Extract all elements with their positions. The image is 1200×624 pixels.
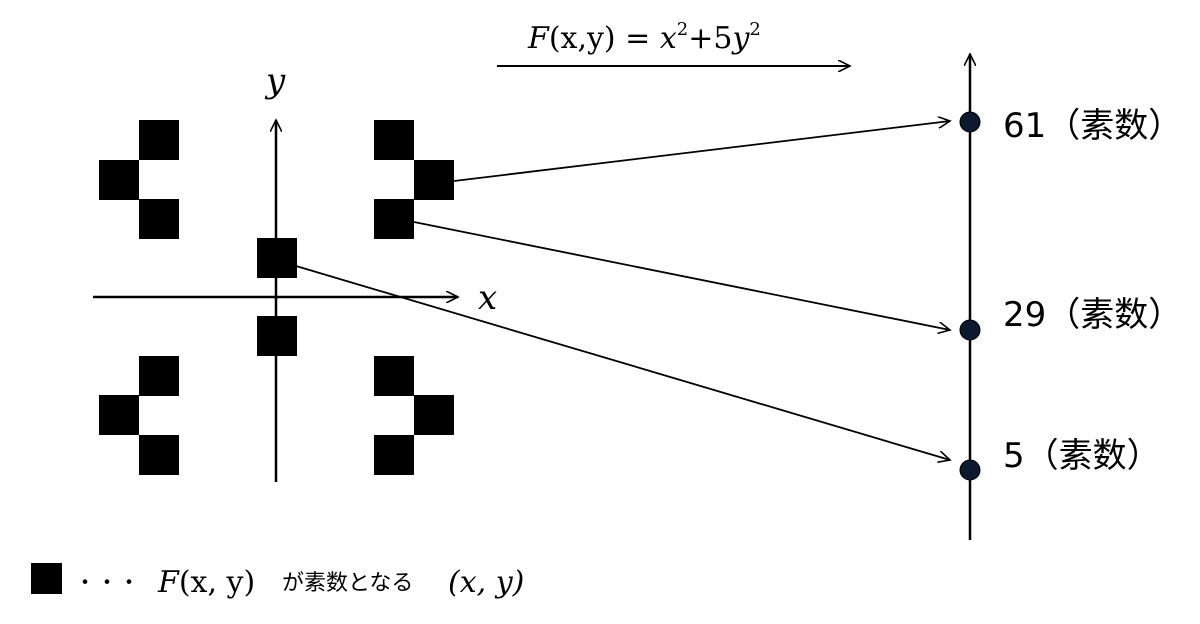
square	[139, 435, 179, 475]
number-line: 61（素数） 29（素数） 5（素数）	[959, 54, 1182, 540]
point-label-61: 61（素数）	[1003, 106, 1182, 146]
legend: ・・・ F(x, y) が素数となる (x, y)	[31, 563, 524, 600]
square	[257, 238, 297, 278]
mapping-arrow-5	[295, 265, 950, 460]
square	[414, 395, 454, 435]
formula-plus: +5	[688, 21, 732, 56]
formula-x-exp: 2	[677, 19, 688, 40]
mapping-arrows	[295, 121, 950, 460]
coordinate-axes: x y	[93, 61, 497, 482]
mapping-arrow-61	[453, 121, 950, 182]
formula-args: (x,y)	[549, 21, 616, 56]
point-label-5: 5（素数）	[1003, 436, 1161, 476]
square	[374, 199, 414, 239]
legend-fargs: (x, y)	[179, 565, 255, 600]
square	[99, 395, 139, 435]
point-value-29: 29	[1003, 295, 1046, 335]
x-axis-label: x	[478, 278, 497, 318]
prime-squares	[99, 120, 454, 475]
legend-square	[31, 563, 62, 594]
square	[374, 356, 414, 396]
formula-group: F(x,y) = x2+5y2	[497, 19, 850, 66]
square	[374, 120, 414, 160]
point-note-61: （素数）	[1046, 106, 1182, 146]
legend-dots: ・・・	[74, 571, 140, 596]
square	[139, 356, 179, 396]
point-label-29: 29（素数）	[1003, 295, 1182, 335]
formula-f: F	[527, 21, 550, 56]
formula-y: y	[730, 21, 750, 56]
point-note-5: （素数）	[1025, 436, 1161, 476]
square	[374, 435, 414, 475]
formula-y-exp: 2	[749, 19, 760, 40]
point-5	[959, 459, 981, 481]
square	[257, 316, 297, 356]
legend-formula: F(x, y)	[157, 565, 255, 600]
square	[139, 199, 179, 239]
legend-text: が素数となる	[282, 571, 413, 596]
formula-x: x	[660, 21, 677, 56]
y-axis-label: y	[264, 61, 286, 101]
mapping-arrow-29	[413, 221, 950, 330]
point-61	[959, 111, 981, 133]
legend-pair: (x, y)	[448, 565, 524, 600]
square	[414, 160, 454, 200]
point-29	[959, 319, 981, 341]
legend-fname: F	[157, 565, 180, 600]
square	[139, 120, 179, 160]
point-value-5: 5	[1003, 436, 1025, 476]
formula-eq: =	[616, 21, 660, 56]
point-value-61: 61	[1003, 106, 1046, 146]
formula-text: F(x,y) = x2+5y2	[527, 19, 761, 56]
square	[99, 160, 139, 200]
point-note-29: （素数）	[1046, 295, 1182, 335]
